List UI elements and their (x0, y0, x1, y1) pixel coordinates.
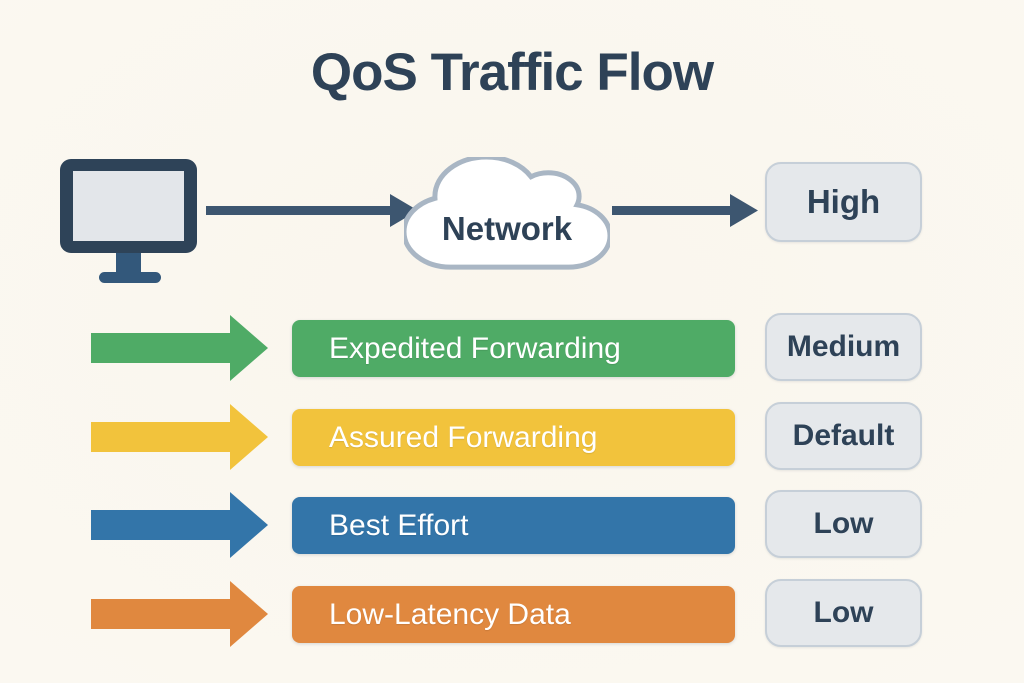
traffic-arrow-icon (91, 315, 268, 381)
desktop-computer-icon (60, 159, 197, 283)
traffic-class-bar: Expedited Forwarding (292, 320, 735, 377)
traffic-arrow-icon (91, 404, 268, 470)
arrow-computer-to-network-icon (206, 194, 418, 227)
traffic-class-label: Best Effort (329, 508, 469, 542)
network-cloud-icon (404, 157, 610, 275)
traffic-arrow-icon (91, 581, 268, 647)
arrow-network-to-priority-icon (612, 194, 758, 227)
traffic-class-label: Assured Forwarding (329, 420, 598, 454)
network-label: Network (441, 210, 573, 247)
traffic-class-bar: Assured Forwarding (292, 409, 735, 466)
traffic-arrow-icon (91, 492, 268, 558)
traffic-class-label: Low-Latency Data (329, 597, 571, 631)
priority-badge: Low (765, 579, 922, 647)
page-title: QoS Traffic Flow (310, 43, 714, 102)
traffic-class-label: Expedited Forwarding (329, 331, 621, 365)
priority-badge: Default (765, 402, 922, 470)
traffic-class-bar: Best Effort (292, 497, 735, 554)
priority-badge: Medium (765, 313, 922, 381)
priority-badge: Low (765, 490, 922, 558)
traffic-class-bar: Low-Latency Data (292, 586, 735, 643)
priority-badge-high: High (765, 162, 922, 242)
